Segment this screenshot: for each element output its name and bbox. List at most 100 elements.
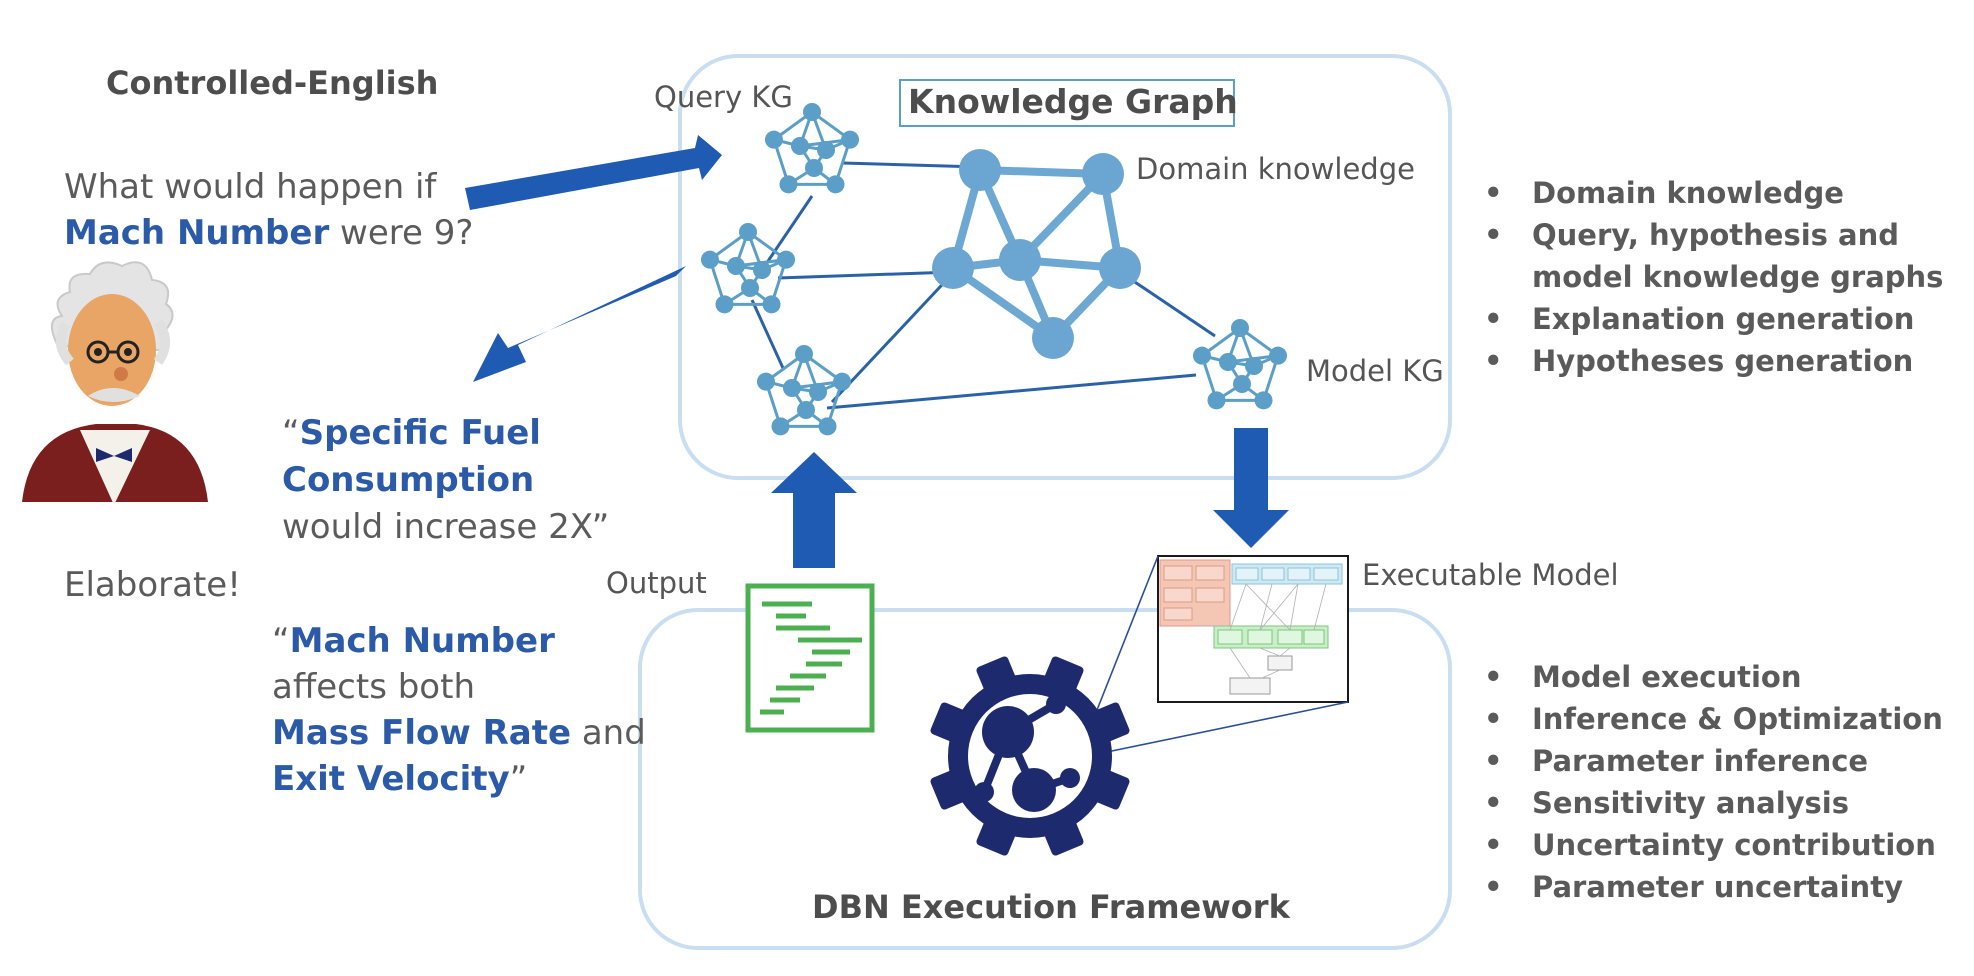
dbn-capability-item: • Inference & Optimization — [1484, 698, 1943, 740]
dbn-capability-item-text: Sensitivity analysis — [1532, 786, 1850, 820]
cluster-node — [753, 261, 771, 279]
cluster-node — [762, 295, 781, 314]
dbn-capability-item-text: Inference & Optimization — [1532, 702, 1943, 736]
kg-capability-item: • Domain knowledge — [1484, 172, 1943, 214]
bullet-dot: • — [1484, 702, 1503, 736]
cluster-node — [791, 137, 809, 155]
answer2-line3: Mass Flow Rate and — [272, 710, 646, 757]
cluster-node — [1192, 346, 1211, 365]
answer2-highlight2: Mass Flow Rate — [272, 713, 572, 753]
kg-capability-item-text: Domain knowledge — [1532, 176, 1844, 210]
cluster-node — [715, 295, 734, 314]
answer2-line2: affects both — [272, 667, 475, 707]
gear-icon — [930, 656, 1130, 856]
controlled-english-title: Controlled-English — [106, 64, 439, 102]
kg-capability-item-text: Hypotheses generation — [1532, 344, 1914, 378]
bullet-dot: • — [1484, 176, 1503, 210]
cluster-node — [797, 401, 815, 419]
cluster-node — [739, 223, 757, 241]
einstein-avatar — [22, 261, 208, 505]
question-line1: What would happen if — [64, 167, 437, 207]
answer1-open-quote: “ — [282, 413, 300, 453]
answer1-rest: would increase 2X” — [282, 507, 610, 547]
cluster-node — [727, 257, 745, 275]
subgraph-clusters — [700, 103, 1288, 436]
answer1-highlight1: Specific Fuel — [299, 413, 541, 453]
answer2-highlight3: Exit Velocity — [272, 759, 510, 799]
hypothesis-kg-cluster — [700, 223, 796, 314]
kg-capability-item: • Hypotheses generation — [1484, 340, 1943, 382]
bullet-dot: • — [1484, 660, 1503, 694]
cluster-node — [756, 372, 775, 391]
cluster-node — [1233, 375, 1251, 393]
bullet-dot: • — [1484, 744, 1503, 778]
dbn-framework-title: DBN Execution Framework — [812, 888, 1290, 926]
code-output-icon — [745, 583, 875, 733]
dbn-capability-item: •Parameter uncertainty — [1484, 866, 1943, 908]
dbn-capability-item: • Parameter inference — [1484, 740, 1943, 782]
kg-capability-item-text: model knowledge graphs — [1532, 260, 1944, 294]
bullet-dot: • — [1484, 218, 1503, 252]
cluster-node — [1269, 346, 1288, 365]
bullet-dot: • — [1484, 828, 1503, 862]
cluster-node — [783, 379, 801, 397]
cluster-node — [833, 372, 852, 391]
elaborate-label: Elaborate! — [64, 565, 241, 605]
bullet-dot: • — [1484, 302, 1503, 336]
cluster-node — [700, 250, 719, 269]
domain-knowledge-nodes — [932, 149, 1141, 359]
question-highlight: Mach Number — [64, 213, 330, 253]
dbn-capability-item: • Sensitivity analysis — [1484, 782, 1943, 824]
kg-capability-item: • Query, hypothesis and — [1484, 214, 1943, 256]
knowledge-graph-title: Knowledge Graph — [908, 82, 1238, 121]
model-down-arrow — [1213, 428, 1289, 548]
query-kg-cluster — [764, 103, 860, 194]
kg-capabilities-list: • Domain knowledge • Query, hypothesis and m… — [1484, 172, 1943, 382]
dbn-capability-item: • Model execution — [1484, 656, 1943, 698]
cluster-node — [779, 175, 798, 194]
dbn-capability-item: • Uncertainty contribution — [1484, 824, 1943, 866]
cluster-node — [1219, 353, 1237, 371]
answer-arrow — [473, 266, 686, 382]
dbn-capabilities-list: • Model execution • Inference & Optimizatio… — [1484, 656, 1943, 908]
answer2-highlight1: Mach Number — [289, 621, 555, 661]
cluster-node — [741, 279, 759, 297]
dbn-capability-item-text: Parameter uncertainty — [1532, 870, 1903, 904]
cluster-node — [818, 417, 837, 436]
bullet-dot: • — [1484, 344, 1503, 378]
cluster-node — [1245, 357, 1263, 375]
query-kg-label: Query KG — [654, 80, 793, 114]
answer1-line1: “Specific Fuel — [282, 410, 541, 457]
knowledge-graph-title-box — [899, 79, 1235, 127]
kg-capability-item-text: Query, hypothesis and — [1532, 218, 1899, 252]
model-kg-label: Model KG — [1306, 354, 1444, 388]
knowledge-graph-network — [750, 161, 1216, 410]
cluster-node — [805, 159, 823, 177]
cluster-node — [764, 130, 783, 149]
model-kg-cluster — [1192, 319, 1288, 410]
kg-capability-item: model knowledge graphs — [1484, 256, 1943, 298]
dbn-capability-item-text: Model execution — [1532, 660, 1802, 694]
answer2-close-quote: ” — [509, 759, 528, 799]
bullet-dot: • — [1484, 786, 1503, 820]
dbn-capability-item-text: Uncertainty contribution — [1532, 828, 1936, 862]
cluster-node — [1207, 391, 1226, 410]
executable-model-thumbnail — [1157, 555, 1349, 703]
answer2-line4: Exit Velocity” — [272, 756, 527, 803]
question-rest: were 9? — [329, 213, 474, 253]
executable-model-label: Executable Model — [1362, 558, 1619, 592]
dbn-framework-container — [638, 608, 1452, 950]
cluster-node — [803, 103, 821, 121]
question-arrow — [465, 135, 722, 210]
output-up-arrow — [771, 452, 857, 568]
cluster-node — [826, 175, 845, 194]
cluster-node — [817, 141, 835, 159]
dbn-capability-item-text: Parameter inference — [1532, 744, 1869, 778]
answer1-highlight2: Consumption — [282, 460, 535, 500]
lower-kg-cluster — [756, 345, 852, 436]
cluster-node — [1231, 319, 1249, 337]
answer2-line1: “Mach Number — [272, 618, 555, 665]
cluster-node — [809, 383, 827, 401]
cluster-node — [777, 250, 796, 269]
